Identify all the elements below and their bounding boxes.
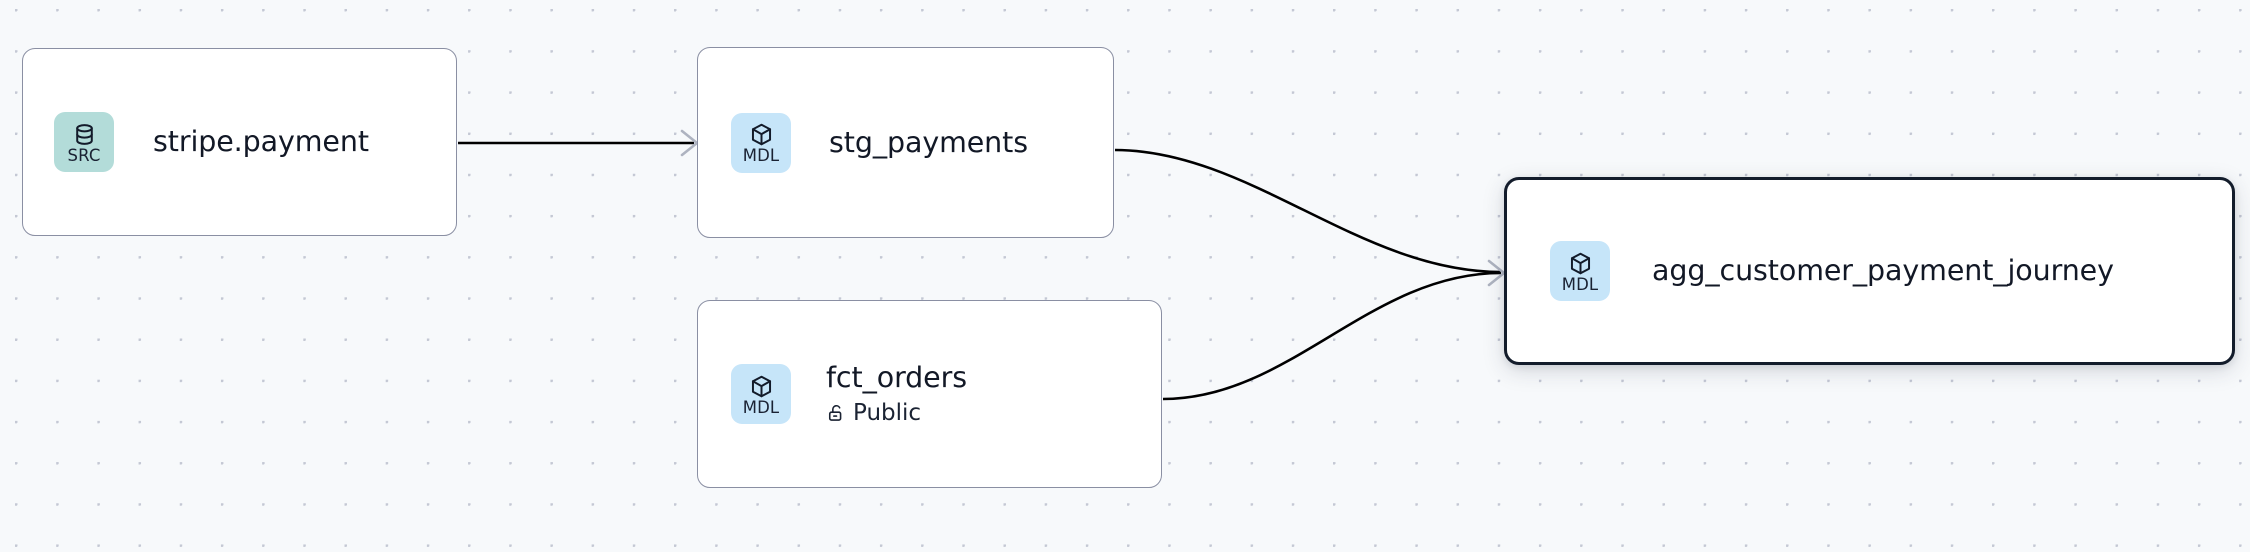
edge-fct-orders-to-agg-customer-payment-journey	[1162, 259, 1506, 401]
node-kind-code: SRC	[67, 145, 101, 165]
node-kind-badge: SRC	[54, 112, 114, 172]
node-title: fct_orders	[826, 360, 967, 394]
node-kind-code: MDL	[1561, 274, 1599, 294]
edge-stg-payments-to-agg-customer-payment-journey	[1114, 148, 1502, 274]
lineage-node-fct-orders[interactable]: MDL fct_orders Public	[697, 300, 1162, 488]
node-body: stripe.payment	[153, 126, 369, 158]
node-title: agg_customer_payment_journey	[1652, 254, 2114, 288]
node-kind-badge: MDL	[731, 112, 791, 173]
unlock-icon	[826, 403, 846, 423]
node-visibility-label: Public	[853, 400, 922, 427]
lineage-node-stg-payments[interactable]: MDL stg_payments	[697, 47, 1114, 238]
cube-icon	[1568, 251, 1593, 276]
node-title: stripe.payment	[153, 125, 369, 159]
node-body: stg_payments	[829, 125, 1028, 159]
node-body: agg_customer_payment_journey	[1652, 255, 2114, 287]
cube-icon	[749, 374, 774, 399]
lineage-node-agg-customer-payment-journey[interactable]: MDL agg_customer_payment_journey	[1504, 177, 2235, 365]
database-icon	[72, 122, 97, 147]
cube-icon	[749, 122, 774, 147]
node-kind-code: MDL	[742, 146, 780, 166]
node-body: fct_orders Public	[826, 360, 967, 426]
lineage-node-stripe-payment[interactable]: SRC stripe.payment	[22, 48, 457, 236]
node-kind-badge: MDL	[1550, 241, 1610, 301]
node-title: stg_payments	[829, 125, 1028, 159]
edge-stripe-payment-to-stg-payments	[458, 129, 699, 157]
node-visibility-badge: Public	[826, 400, 967, 426]
node-kind-badge: MDL	[731, 364, 791, 424]
node-kind-code: MDL	[742, 397, 780, 417]
